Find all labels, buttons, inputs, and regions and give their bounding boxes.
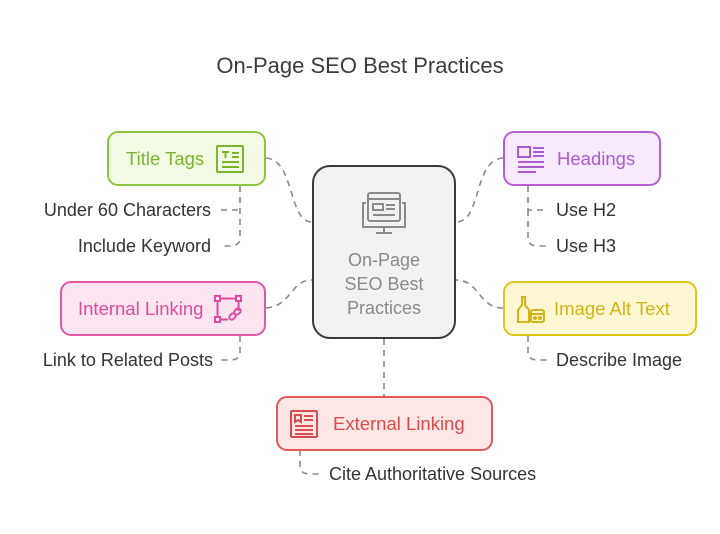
leaf-use-h3: Use H3: [556, 236, 617, 256]
leaf-cite-authoritative-sources: Cite Authoritative Sources: [329, 464, 537, 484]
internal-linking-label: Internal Linking: [78, 297, 204, 319]
diagram-title: On-Page SEO Best Practices: [216, 53, 504, 78]
leaf-use-h2: Use H2: [556, 200, 617, 220]
connector-use-h2: [527, 186, 548, 211]
text-document-icon: [216, 144, 245, 173]
connector-title-tags: [265, 157, 313, 223]
central-topic-line-2: SEO Best: [344, 274, 424, 294]
central-topic-line-3: Practices: [346, 298, 422, 318]
headings-label: Headings: [557, 147, 636, 169]
connector-include-keyword: [221, 186, 241, 247]
newspaper-icon: [290, 409, 318, 438]
central-topic-node[interactable]: On-Page SEO Best Practices: [312, 165, 456, 339]
connector-image-alt: [455, 279, 504, 309]
connector-headings: [455, 157, 504, 223]
connector-link-related: [221, 336, 241, 361]
connector-describe-image: [527, 336, 548, 361]
leaf-under-60-characters: Under 60 Characters: [43, 200, 211, 220]
node-title-tags[interactable]: Title Tags: [107, 131, 266, 186]
web-monitor-icon: [362, 192, 406, 234]
external-linking-label: External Linking: [333, 412, 465, 434]
connector-cite-sources: [299, 450, 320, 475]
bottle-image-icon: [517, 295, 545, 323]
node-image-alt-text[interactable]: Image Alt Text: [503, 281, 697, 336]
leaf-link-to-related-posts: Link to Related Posts: [42, 350, 213, 370]
connector-use-h3: [527, 210, 548, 247]
title-tags-label: Title Tags: [126, 147, 205, 169]
node-external-linking[interactable]: External Linking: [276, 396, 493, 451]
leaf-describe-image: Describe Image: [556, 350, 683, 370]
article-layout-icon: [517, 145, 544, 173]
node-headings[interactable]: Headings: [503, 131, 661, 186]
image-alt-text-label: Image Alt Text: [554, 297, 670, 319]
central-topic-line-1: On-Page: [347, 250, 421, 270]
leaf-include-keyword: Include Keyword: [77, 236, 211, 256]
link-shape-icon: [214, 294, 243, 323]
connector-internal-linking: [265, 279, 313, 309]
node-internal-linking[interactable]: Internal Linking: [60, 281, 266, 336]
